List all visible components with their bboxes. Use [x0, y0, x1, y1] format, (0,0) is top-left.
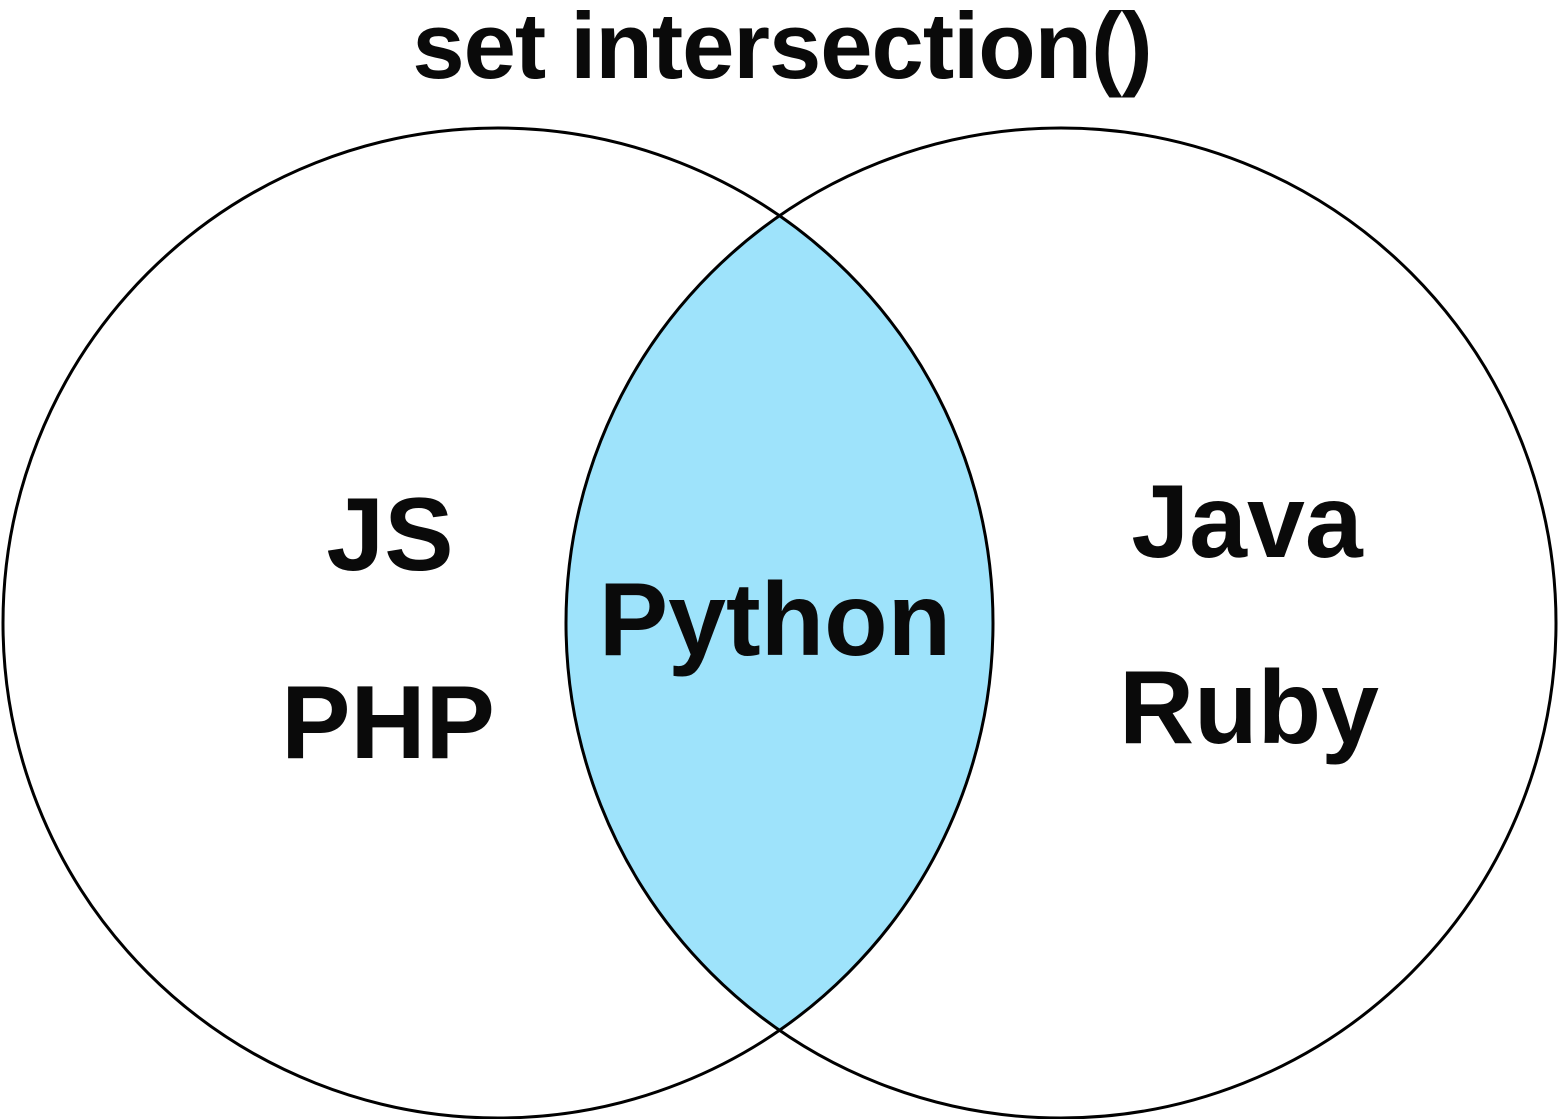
intersection-item-python: Python [599, 562, 951, 678]
right-set-item-ruby: Ruby [1119, 650, 1379, 766]
right-set-item-java: Java [1131, 464, 1364, 580]
right-set-circle [564, 126, 1558, 1119]
left-set-item-js: JS [326, 477, 453, 593]
left-set-item-php: PHP [281, 665, 495, 781]
intersection-region [565, 215, 994, 1031]
diagram-title: set intersection() [412, 0, 1151, 98]
left-set-circle [1, 126, 995, 1119]
